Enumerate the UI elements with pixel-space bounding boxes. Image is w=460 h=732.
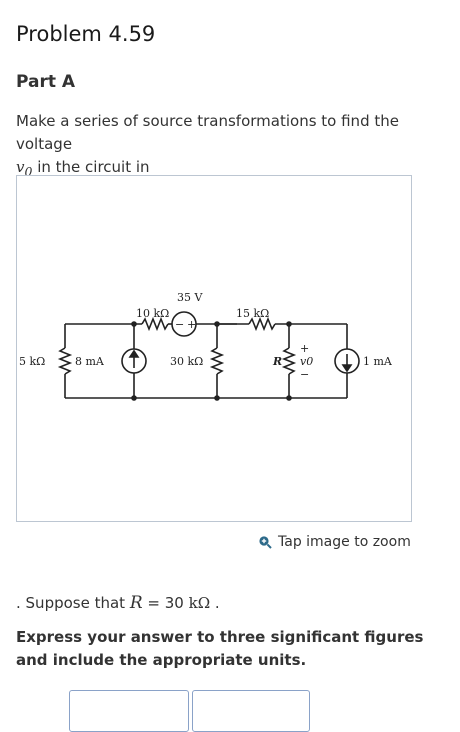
node (131, 321, 137, 327)
label-vs-minus: − (175, 318, 184, 331)
label-minus: − (300, 368, 309, 381)
label-vo: v0 (300, 355, 313, 368)
express-instruction: Express your answer to three significant… (16, 628, 424, 669)
resistor-30k (209, 347, 225, 375)
node (286, 321, 292, 327)
node (214, 321, 220, 327)
part-title: Part A (16, 72, 76, 92)
label-15k: 15 kΩ (236, 307, 269, 320)
label-r: R (272, 355, 282, 368)
node (131, 395, 137, 401)
unit-kohm: kΩ (188, 594, 211, 612)
circuit-diagram: 5 kΩ 8 mA 10 kΩ 35 V − + 30 kΩ 15 kΩ R +… (19, 291, 393, 401)
node (286, 395, 292, 401)
instructions: Make a series of source transformations … (16, 110, 441, 183)
label-30k: 30 kΩ (170, 355, 203, 368)
vo-variable: v0 (16, 158, 33, 179)
circuit-figure[interactable]: 5 kΩ 8 mA 10 kΩ 35 V − + 30 kΩ 15 kΩ R +… (16, 175, 412, 522)
label-5k: 5 kΩ (19, 355, 45, 368)
answer-units-input[interactable] (192, 690, 310, 732)
resistor-5k (57, 347, 73, 375)
instructions-text-2: in the circuit in (32, 158, 150, 176)
label-8ma: 8 mA (75, 355, 105, 368)
r-variable: R (129, 593, 143, 613)
answer-value-input[interactable] (69, 690, 189, 732)
instructions-text-1: Make a series of source transformations … (16, 112, 399, 153)
resistor-10k (141, 316, 169, 332)
node (214, 395, 220, 401)
label-vs-plus: + (187, 318, 196, 331)
label-10k: 10 kΩ (136, 307, 169, 320)
suppose-text: . Suppose that R = 30 kΩ . (16, 593, 220, 613)
resistor-15k (248, 316, 276, 332)
zoom-in-icon (259, 536, 272, 549)
label-1ma: 1 mA (363, 355, 393, 368)
tap-to-zoom[interactable]: Tap image to zoom (258, 534, 411, 550)
zoom-label: Tap image to zoom (278, 534, 411, 550)
label-plus: + (300, 342, 309, 355)
arrow-up-head (128, 349, 140, 358)
label-35v: 35 V (177, 291, 203, 304)
problem-title: Problem 4.59 (16, 22, 156, 46)
arrow-down-head (341, 364, 353, 373)
resistor-r (281, 347, 297, 375)
